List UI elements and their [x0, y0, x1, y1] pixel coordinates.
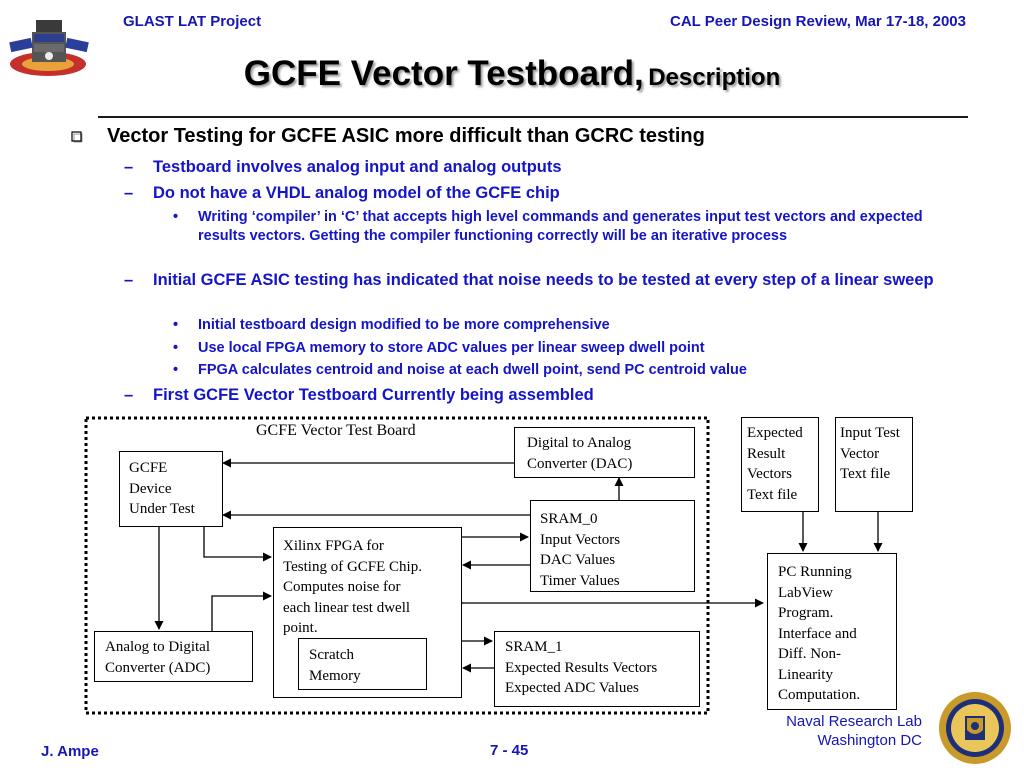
- adc-text: Analog to Digital Converter (ADC): [105, 639, 211, 676]
- bullet-l2a: Testboard involves analog input and anal…: [153, 158, 562, 176]
- sram0-box: SRAM_0 Input Vectors DAC Values Timer Va…: [530, 500, 695, 592]
- bullet-l1: Vector Testing for GCFE ASIC more diffic…: [107, 125, 705, 147]
- dash-icon: –: [124, 184, 134, 202]
- bullet-l3b: Initial testboard design modified to be …: [198, 317, 610, 333]
- expected-result-file-text: Expected Result Vectors Text file: [747, 425, 803, 503]
- adc-box: Analog to Digital Converter (ADC): [94, 631, 253, 682]
- footer-lab-line2: Washington DC: [817, 732, 923, 749]
- dot-bullet-icon: •: [173, 209, 179, 225]
- bullet-l3a: Writing ‘compiler’ in ‘C’ that accepts h…: [198, 209, 923, 244]
- header-project: GLAST LAT Project: [123, 13, 262, 30]
- dot-bullet-icon: •: [173, 340, 179, 356]
- dac-box: Digital to Analog Converter (DAC): [514, 427, 695, 478]
- adc-to-fpga-arrow: [211, 591, 272, 631]
- square-bullet-icon: [71, 130, 83, 143]
- dash-icon: –: [124, 386, 134, 404]
- title-sub: Description: [648, 64, 781, 91]
- glast-logo: [6, 6, 92, 90]
- title-main: GCFE Vector Testboard,: [243, 54, 644, 93]
- test-board-boundary: [84, 416, 710, 715]
- pc-box: PC Running LabView Program. Interface an…: [767, 553, 897, 710]
- pc-text: PC Running LabView Program. Interface an…: [778, 564, 861, 703]
- dot-bullet-icon: •: [173, 362, 179, 378]
- gcfe-to-fpga-arrow: [203, 527, 272, 562]
- bullet-l2c: Initial GCFE ASIC testing has indicated …: [153, 271, 934, 289]
- fpga-text: Xilinx FPGA for Testing of GCFE Chip. Co…: [283, 538, 422, 636]
- sram1-text: SRAM_1 Expected Results Vectors Expected…: [505, 639, 658, 696]
- expected-result-file-box: Expected Result Vectors Text file: [741, 417, 819, 512]
- dot-bullet-icon: •: [173, 317, 179, 333]
- title-divider: [98, 116, 968, 118]
- bullet-l3d: FPGA calculates centroid and noise at ea…: [198, 362, 747, 378]
- dash-icon: –: [124, 158, 134, 176]
- dash-icon: –: [124, 271, 134, 289]
- footer-lab-line1: Naval Research Lab: [786, 713, 922, 730]
- bullet-l3c: Use local FPGA memory to store ADC value…: [198, 340, 705, 356]
- gcfe-device-box: GCFE Device Under Test: [119, 451, 223, 527]
- sram1-box: SRAM_1 Expected Results Vectors Expected…: [494, 631, 700, 707]
- page-title: GCFE Vector Testboard, Description: [0, 54, 1024, 94]
- scratch-memory-box: Scratch Memory: [298, 638, 427, 690]
- footer-author: J. Ampe: [41, 743, 99, 760]
- board-label: GCFE Vector Test Board: [256, 422, 416, 439]
- bullet-l2d: First GCFE Vector Testboard Currently be…: [153, 386, 594, 404]
- sram0-text: SRAM_0 Input Vectors DAC Values Timer Va…: [540, 511, 621, 589]
- dac-text: Digital to Analog Converter (DAC): [527, 435, 633, 472]
- bullet-l2b: Do not have a VHDL analog model of the G…: [153, 184, 560, 202]
- input-test-file-text: Input Test Vector Text file: [840, 425, 900, 482]
- nrl-seal-logo: [937, 690, 1013, 766]
- gcfe-device-text: GCFE Device Under Test: [129, 460, 195, 517]
- scratch-memory-text: Scratch Memory: [309, 647, 361, 684]
- footer-page: 7 - 45: [490, 742, 529, 759]
- header-review: CAL Peer Design Review, Mar 17-18, 2003: [670, 13, 966, 30]
- input-test-file-box: Input Test Vector Text file: [835, 417, 913, 512]
